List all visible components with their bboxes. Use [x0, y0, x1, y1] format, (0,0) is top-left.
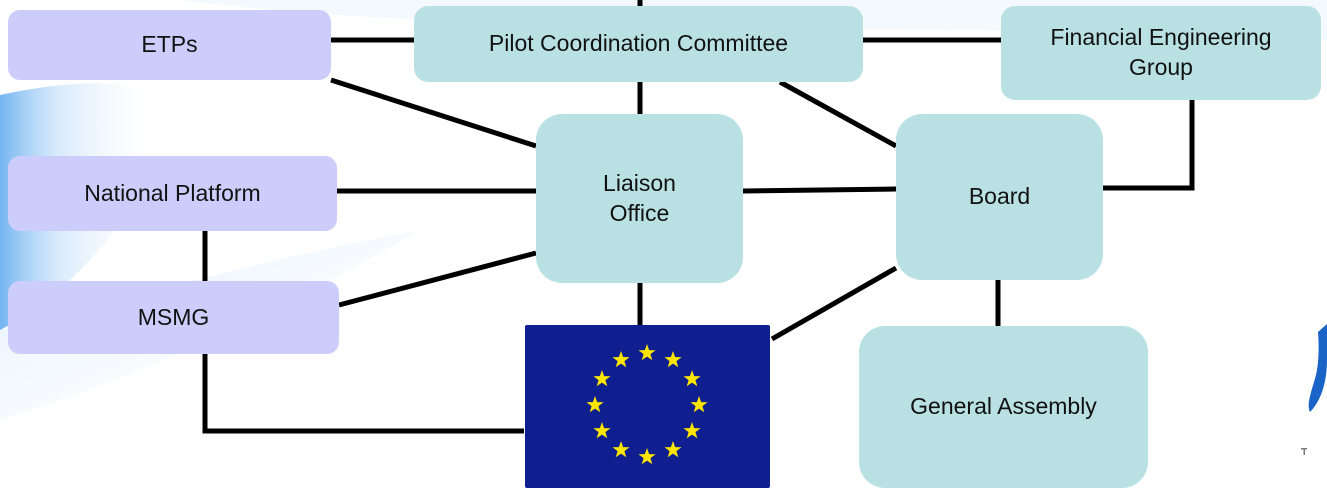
node-general-assembly: General Assembly [859, 326, 1148, 488]
connector-etps-liaison [330, 77, 537, 149]
eu-flag-star-icon [690, 396, 708, 413]
node-national-platform: National Platform [8, 156, 337, 231]
partial-logo-icon [1301, 324, 1327, 455]
eu-flag-star-icon [586, 396, 604, 413]
connector-board-financial [1103, 100, 1195, 191]
eu-flag-star-icon [664, 350, 682, 368]
eu-flag-star-icon [638, 448, 656, 465]
eu-flag-star-icon [638, 344, 656, 361]
eu-flag-star-icon [593, 422, 611, 439]
connector-liaison-board [742, 186, 897, 194]
eu-flag-star-icon [593, 370, 611, 387]
eu-flag-star-icon [612, 350, 630, 368]
eu-flag-icon [525, 325, 770, 488]
node-financial-engineering-group: Financial Engineering Group [1001, 6, 1321, 100]
eu-flag-star-icon [612, 441, 630, 458]
eu-flag-star-icon [683, 422, 701, 439]
connector-board-flag [770, 265, 898, 342]
node-liaison-office: Liaison Office [536, 114, 743, 283]
eu-flag-star-icon [683, 370, 701, 387]
node-pilot-coordination-committee: Pilot Coordination Committee [414, 6, 863, 82]
node-etps: ETPs [8, 10, 331, 80]
connector-msmg-flag [202, 354, 524, 434]
node-msmg: MSMG [8, 281, 339, 354]
connector-pilot-board [778, 79, 898, 149]
eu-flag-star-icon [664, 441, 682, 458]
node-board: Board [896, 114, 1103, 280]
eu-flag-stars [586, 344, 708, 465]
connector-msmg-liaison [338, 250, 537, 308]
